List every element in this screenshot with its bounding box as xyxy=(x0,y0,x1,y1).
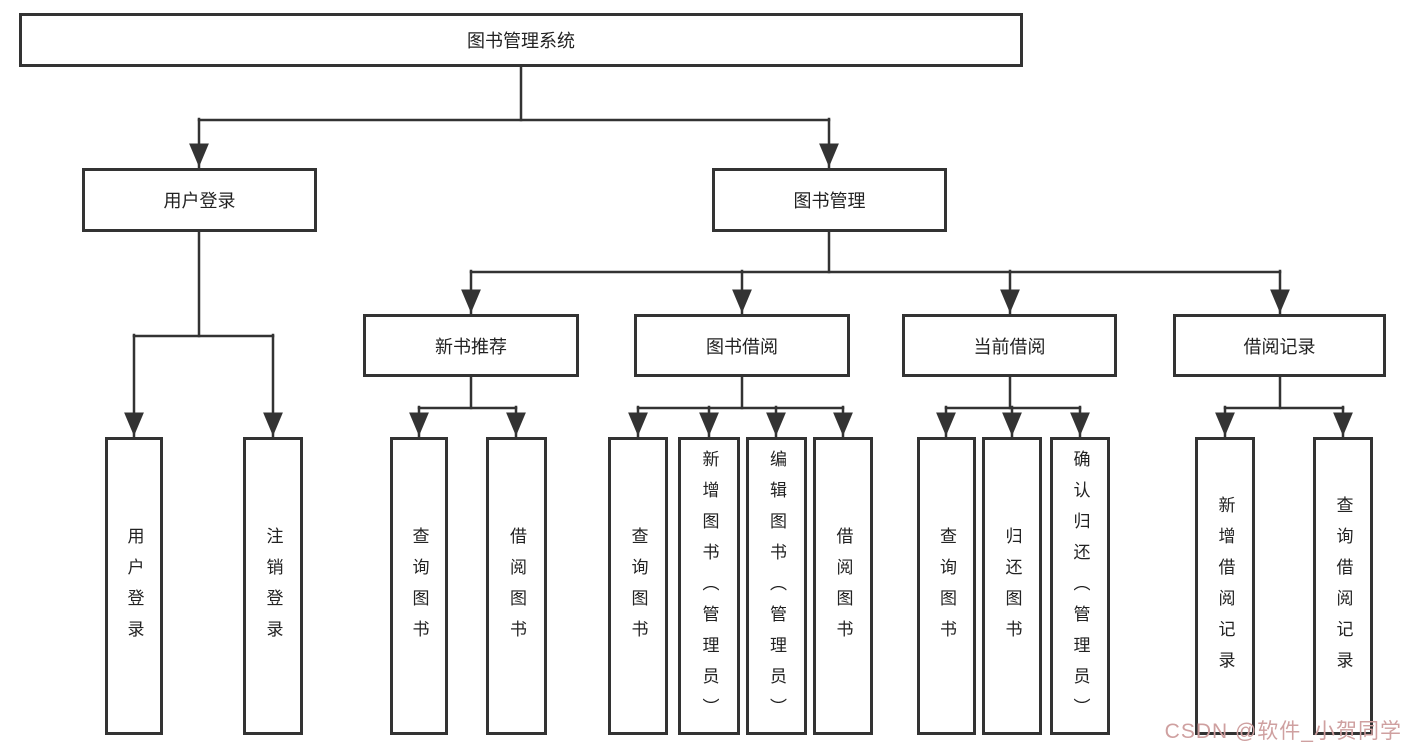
leaf-query-books-borrowing: 查询图书 xyxy=(608,437,668,735)
leaf-add-books-admin: 新增图书（管理员） xyxy=(678,437,740,735)
node-book-management: 图书管理 xyxy=(712,168,947,232)
leaf-user-login: 用户登录 xyxy=(105,437,163,735)
leaf-borrow-books: 借阅图书 xyxy=(813,437,873,735)
leaf-borrow-books-recommend: 借阅图书 xyxy=(486,437,547,735)
node-new-book-recommendation: 新书推荐 xyxy=(363,314,579,377)
node-user-login: 用户登录 xyxy=(82,168,317,232)
leaf-return-books: 归还图书 xyxy=(982,437,1042,735)
node-current-borrowing: 当前借阅 xyxy=(902,314,1117,377)
leaf-query-borrow-record: 查询借阅记录 xyxy=(1313,437,1373,735)
node-borrowing-records: 借阅记录 xyxy=(1173,314,1386,377)
csdn-watermark: CSDN @软件_小贺同学 xyxy=(1164,720,1402,743)
leaf-add-borrow-record: 新增借阅记录 xyxy=(1195,437,1255,735)
leaf-query-books-current: 查询图书 xyxy=(917,437,976,735)
leaf-query-books-recommend: 查询图书 xyxy=(390,437,448,735)
node-book-borrowing: 图书借阅 xyxy=(634,314,850,377)
leaf-confirm-return-admin: 确认归还（管理员） xyxy=(1050,437,1110,735)
leaf-logout: 注销登录 xyxy=(243,437,303,735)
leaf-edit-books-admin: 编辑图书（管理员） xyxy=(746,437,807,735)
node-library-management-system: 图书管理系统 xyxy=(19,13,1023,67)
